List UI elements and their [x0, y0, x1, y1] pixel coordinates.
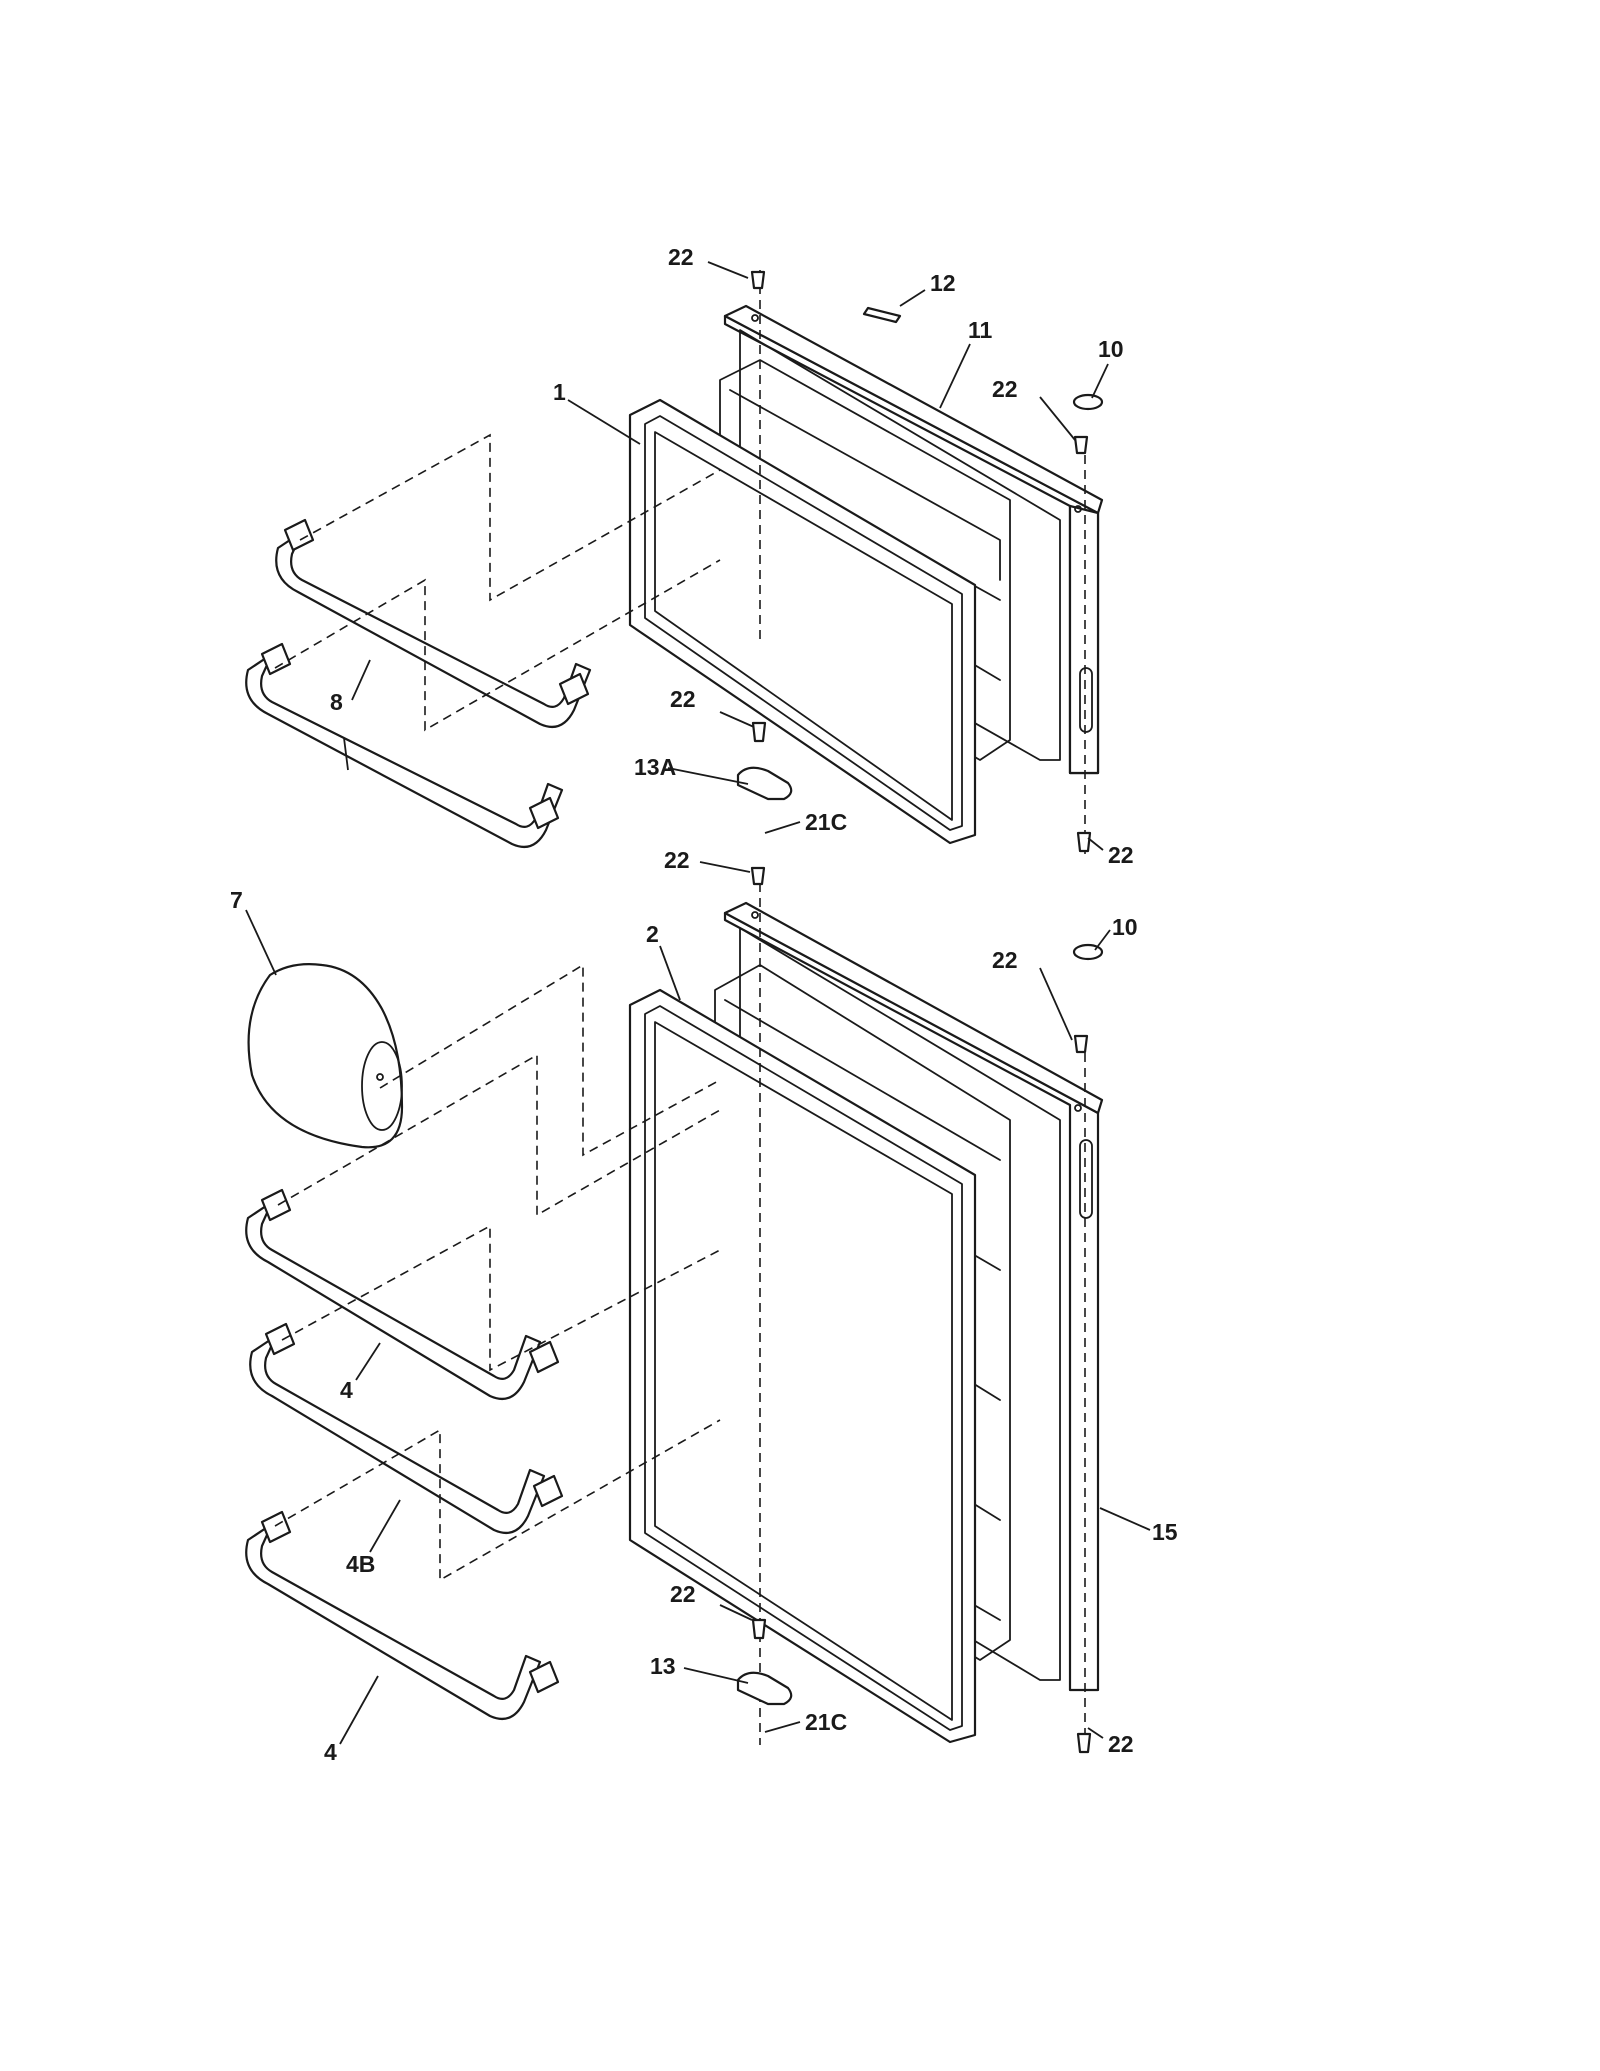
callout-22: 22: [992, 947, 1018, 973]
callout-8: 8: [330, 689, 343, 715]
callout-11: 11: [968, 317, 993, 343]
callout-2: 2: [646, 921, 659, 947]
fresh-food-door-panel: [723, 901, 1104, 1692]
callout-22: 22: [1108, 842, 1134, 868]
callout-labels: 22 12 11 10 1 22 8 22 13A 21C 22 22 7 2 …: [230, 244, 1178, 1765]
freezer-door-shelves: [245, 518, 592, 848]
callout-12: 12: [930, 270, 956, 296]
callout-22: 22: [664, 847, 690, 873]
callout-10: 10: [1098, 336, 1124, 362]
callout-22: 22: [670, 686, 696, 712]
callout-21C: 21C: [805, 1709, 847, 1735]
callout-4: 4: [324, 1739, 337, 1765]
callout-21C: 21C: [805, 809, 847, 835]
freezer-door-gasket: [628, 398, 977, 845]
callout-4B: 4B: [346, 1551, 375, 1577]
callout-10: 10: [1112, 914, 1138, 940]
callout-1: 1: [553, 379, 566, 405]
fresh-food-door-shelves: [245, 1188, 564, 1720]
callout-15: 15: [1152, 1519, 1178, 1545]
freezer-door-assembly: [245, 270, 1104, 860]
callout-4: 4: [340, 1377, 353, 1403]
callout-22: 22: [992, 376, 1018, 402]
callout-7: 7: [230, 887, 243, 913]
fresh-food-hinge-hardware: [736, 866, 1104, 1754]
freezer-door-panel: [723, 304, 1104, 775]
freezer-hinge-hardware: [736, 270, 1104, 853]
leader-lines: [245, 261, 1151, 1745]
callout-22: 22: [1108, 1731, 1134, 1757]
fresh-food-door-gasket: [628, 988, 977, 1744]
callout-13A: 13A: [634, 754, 676, 780]
callout-22: 22: [668, 244, 694, 270]
fresh-food-door-assembly: [245, 866, 1104, 1754]
callout-22: 22: [670, 1581, 696, 1607]
dairy-compartment: [247, 963, 404, 1149]
callout-13: 13: [650, 1653, 676, 1679]
